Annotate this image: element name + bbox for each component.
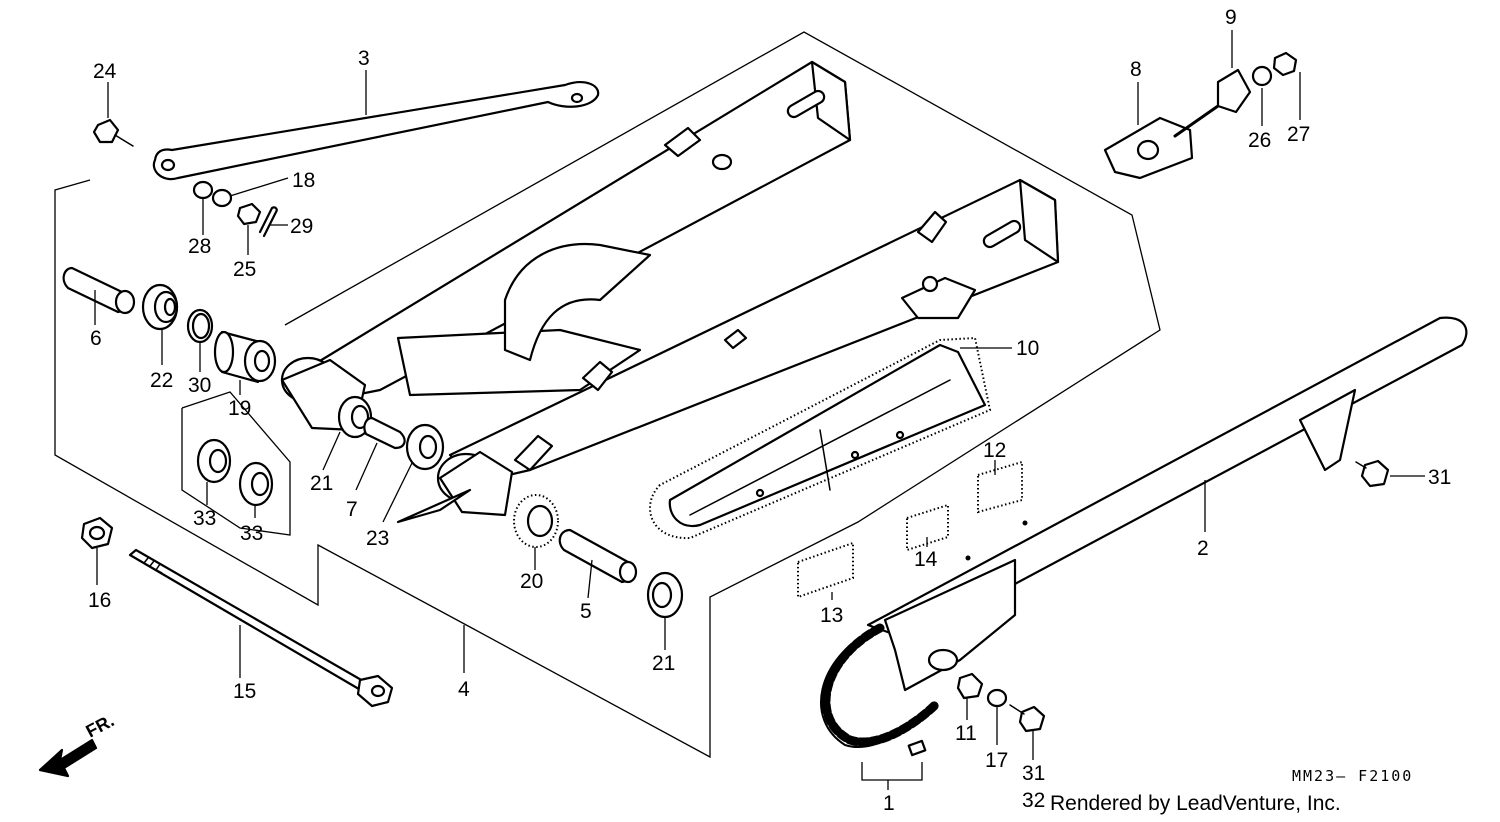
callout-31-lower: 31 [1022, 762, 1045, 785]
callout-33-left: 33 [193, 507, 216, 530]
callout-9: 9 [1225, 6, 1237, 29]
callout-12: 12 [983, 439, 1006, 462]
callout-14: 14 [914, 548, 938, 571]
callout-26: 26 [1248, 129, 1271, 152]
diagram-code: MM23– F2100 [1292, 767, 1413, 785]
callout-33-right: 33 [240, 522, 263, 545]
callout-24: 24 [93, 60, 117, 83]
callout-15: 15 [233, 680, 256, 703]
swingarm [280, 60, 1060, 524]
callout-4: 4 [458, 678, 470, 701]
pivot-bolt [128, 548, 394, 708]
callout-7: 7 [346, 498, 358, 521]
callout-numbers: 1 2 3 4 5 6 7 8 9 10 11 12 13 14 15 16 1… [88, 6, 1451, 815]
callout-6: 6 [90, 327, 102, 350]
callout-19: 19 [228, 397, 251, 420]
callout-2: 2 [1197, 537, 1209, 560]
pivot-hardware [62, 266, 684, 619]
callout-13: 13 [820, 604, 843, 627]
callout-28: 28 [188, 235, 211, 258]
drive-chain [820, 623, 940, 748]
callout-30: 30 [188, 374, 211, 397]
callout-25: 25 [233, 258, 256, 281]
callout-5: 5 [580, 600, 592, 623]
torque-link [152, 81, 600, 181]
callout-32: 32 [1022, 789, 1045, 812]
caution-labels [797, 460, 1023, 599]
chain-slider [649, 336, 992, 540]
chain-case [866, 316, 1468, 692]
callout-20: 20 [520, 570, 543, 593]
callout-leaders [94, 30, 1425, 790]
callout-29: 29 [290, 215, 313, 238]
callout-31-right: 31 [1428, 466, 1451, 489]
callout-8: 8 [1130, 58, 1142, 81]
fasteners [80, 118, 1390, 757]
callout-3: 3 [358, 47, 370, 70]
front-arrow: FR. [38, 710, 117, 778]
callout-16: 16 [88, 589, 111, 612]
credit-text: Rendered by LeadVenture, Inc. [1050, 792, 1341, 815]
callout-23: 23 [366, 527, 389, 550]
callout-27: 27 [1287, 123, 1310, 146]
callout-10: 10 [1016, 337, 1039, 360]
callout-11: 11 [955, 722, 977, 745]
chain-adjuster [1103, 51, 1298, 180]
callout-18: 18 [292, 169, 315, 192]
callout-1: 1 [883, 792, 895, 815]
front-arrow-label: FR. [82, 710, 117, 741]
callout-17: 17 [985, 749, 1008, 772]
callout-21-upper: 21 [310, 472, 333, 495]
callout-22: 22 [150, 369, 173, 392]
assembly-frame-lines [54, 31, 1161, 759]
callout-21-lower: 21 [652, 652, 675, 675]
